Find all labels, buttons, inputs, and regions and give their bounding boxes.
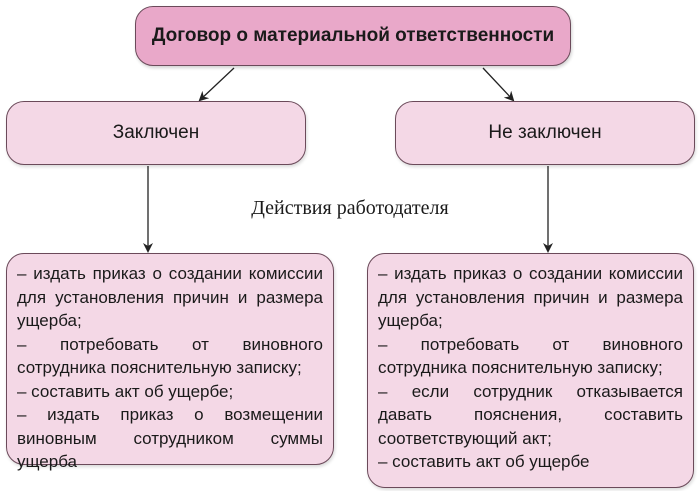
branch-concluded-box: Заключен bbox=[6, 101, 306, 165]
list-item: – издать приказ о возмещении виновным со… bbox=[17, 405, 323, 471]
left-actions-list: – издать приказ о создании комиссии для … bbox=[17, 262, 323, 474]
list-item: – потребовать от виновного сотрудника по… bbox=[378, 334, 683, 378]
title-box: Договор о материальной ответственности bbox=[135, 6, 571, 66]
list-item: – составить акт об ущербе; bbox=[17, 381, 234, 401]
list-item: – составить акт об ущербе bbox=[378, 452, 590, 471]
arrow-title-to-left bbox=[198, 67, 235, 102]
branch-concluded-label: Заключен bbox=[112, 122, 200, 143]
branch-not-concluded-label: Не заключен bbox=[488, 122, 602, 143]
right-actions-box: – издать приказ о создании комиссии для … bbox=[367, 253, 694, 488]
list-item: – издать приказ о создании комиссии для … bbox=[17, 264, 323, 330]
right-actions-list: – издать приказ о создании комиссии для … bbox=[378, 262, 683, 474]
left-actions-box: – издать приказ о создании комиссии для … bbox=[6, 253, 334, 471]
employer-actions-caption: Действия работодателя bbox=[251, 197, 449, 219]
arrow-title-to-right bbox=[482, 67, 515, 102]
list-item: – если сотрудник отказывается давать поя… bbox=[378, 381, 683, 448]
title-text: Договор о материальной ответственности bbox=[151, 25, 555, 46]
list-item: – потребовать от виновного сотрудника по… bbox=[17, 334, 323, 378]
branch-not-concluded-box: Не заключен bbox=[395, 101, 695, 165]
list-item: – издать приказ о создании комиссии для … bbox=[378, 264, 683, 330]
